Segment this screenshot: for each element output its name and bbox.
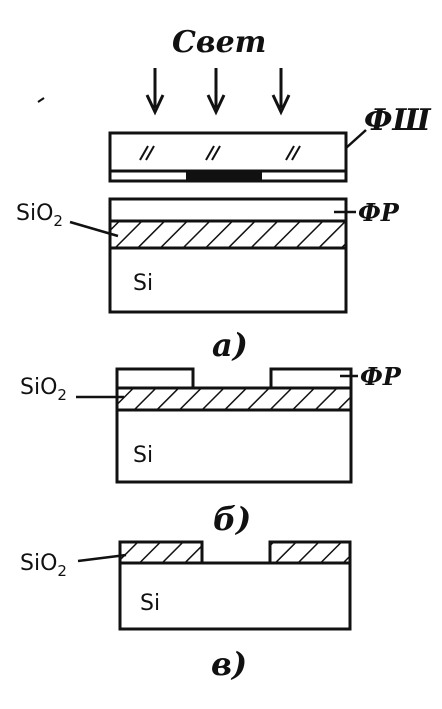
panel-b-photoresist-left <box>115 367 195 390</box>
photomask: ФШ <box>108 103 431 183</box>
panel-a-sio2-label: SiO2 <box>16 201 63 230</box>
panel-b-sio2-label: SiO2 <box>20 375 67 404</box>
photomask-label: ФШ <box>364 103 431 138</box>
panel-c-si-substrate <box>118 561 352 631</box>
panel-a: SiO2 Si ФР а) <box>16 197 400 364</box>
panel-b-photoresist-label: ФР <box>360 362 402 391</box>
panel-b-sio2-layer <box>115 386 353 412</box>
light-arrows <box>145 68 291 116</box>
panel-c-sio2-label: SiO2 <box>20 551 67 580</box>
panel-a-sio2-layer <box>108 219 348 250</box>
stray-mark <box>37 97 45 103</box>
panel-c-sio2-left <box>118 540 204 565</box>
panel-a-si-substrate <box>108 246 348 314</box>
panel-a-caption: а) <box>212 326 248 364</box>
panel-b-caption: б) <box>213 500 251 538</box>
panel-c: SiO2 Si в) <box>20 540 352 683</box>
panel-b-photoresist-right <box>269 367 353 390</box>
panel-b: SiO2 Si ФР б) <box>20 362 402 538</box>
photomask-glass <box>108 131 348 173</box>
panel-a-photoresist-layer <box>108 197 348 223</box>
panel-a-photoresist-label: ФР <box>358 198 400 227</box>
panel-b-si-label: Si <box>133 443 153 468</box>
panel-c-si-label: Si <box>140 591 160 616</box>
panel-b-si-substrate <box>115 408 353 484</box>
panel-c-sio2-right <box>268 540 352 565</box>
panel-a-si-label: Si <box>133 271 153 296</box>
photomask-opaque-region <box>186 170 262 182</box>
panel-c-caption: в) <box>211 645 247 683</box>
light-label: Свет <box>172 25 266 60</box>
